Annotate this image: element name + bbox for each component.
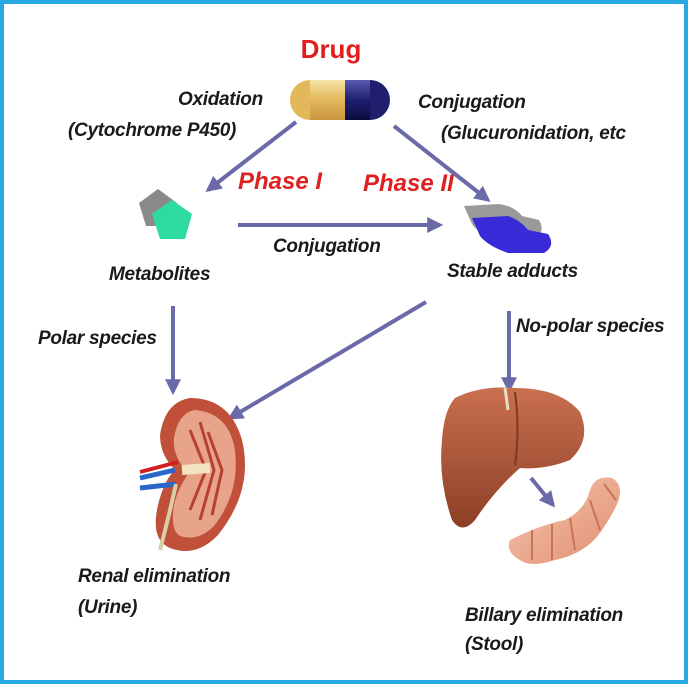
intestine-icon bbox=[508, 477, 620, 564]
label-cytochrome: (Cytochrome P450) bbox=[68, 120, 237, 141]
label-phase-2: Phase II bbox=[363, 170, 454, 197]
liver-icon bbox=[441, 387, 585, 528]
label-nonpolar-species: No-polar species bbox=[516, 316, 665, 337]
label-stool: (Stool) bbox=[465, 634, 524, 655]
label-phase-1: Phase I bbox=[238, 168, 323, 195]
arrow-liver-to-intestine bbox=[529, 476, 556, 508]
label-renal-elimination: Renal elimination bbox=[78, 566, 231, 587]
kidney-icon bbox=[139, 398, 245, 552]
drug-capsule-icon bbox=[290, 80, 390, 120]
label-oxidation: Oxidation bbox=[178, 89, 263, 110]
label-conjugation-mid: Conjugation bbox=[273, 236, 381, 257]
label-stable-adducts: Stable adducts bbox=[447, 261, 578, 282]
arrow-oxidation bbox=[205, 120, 298, 192]
label-urine: (Urine) bbox=[78, 597, 138, 618]
arrows bbox=[165, 120, 556, 508]
label-billary-elimination: Billary elimination bbox=[465, 605, 623, 626]
stable-adduct-icon bbox=[464, 204, 552, 253]
title-drug: Drug bbox=[300, 34, 362, 64]
label-metabolites: Metabolites bbox=[109, 264, 211, 285]
arrow-conjugation-top bbox=[392, 124, 491, 202]
label-glucuronidation: (Glucuronidation, etc bbox=[441, 123, 626, 144]
metabolite-icon bbox=[139, 189, 192, 239]
arrow-adducts-to-kidney bbox=[227, 300, 428, 420]
label-polar-species: Polar species bbox=[38, 328, 157, 349]
label-conjugation-top: Conjugation bbox=[418, 92, 526, 113]
